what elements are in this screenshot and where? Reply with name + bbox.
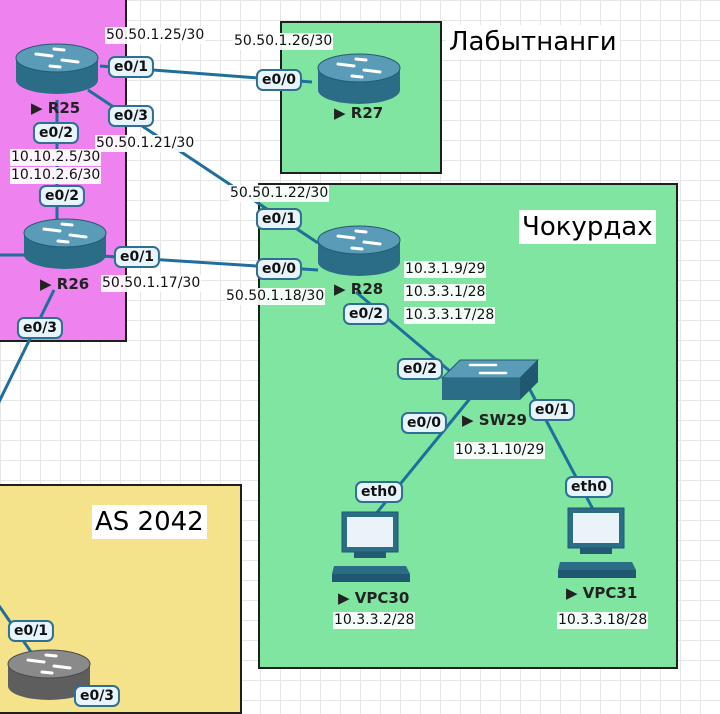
- port-r28-e02[interactable]: e0/2: [342, 303, 390, 325]
- router-r25-name: R25: [47, 99, 81, 117]
- port-r27-e00[interactable]: e0/0: [255, 69, 303, 91]
- as2042-title: AS 2042: [92, 505, 207, 539]
- ip-r28-e00: 50.50.1.18/30: [225, 288, 326, 305]
- router-r27[interactable]: [316, 50, 402, 108]
- ip-r28-lan3: 10.3.3.17/28: [404, 307, 496, 324]
- port-r28-e01[interactable]: e0/1: [255, 208, 303, 230]
- router-r25-label: ▶ R25: [31, 99, 81, 117]
- port-sw29-e00[interactable]: e0/0: [400, 412, 448, 434]
- chokurdah-title: Чокурдах: [519, 210, 656, 244]
- switch-sw29-name: SW29: [478, 411, 527, 429]
- port-vpc30-eth0[interactable]: eth0: [355, 481, 403, 503]
- computer-icon: [332, 511, 410, 582]
- vpc30-name: VPC30: [354, 589, 410, 607]
- router-r27-label: ▶ R27: [334, 104, 384, 122]
- port-r25-e01[interactable]: e0/1: [107, 56, 155, 78]
- router-r26[interactable]: [22, 215, 108, 273]
- vpc31-label: ▶ VPC31: [566, 584, 638, 602]
- router-as2042[interactable]: [6, 646, 92, 704]
- port-vpc31-eth0[interactable]: eth0: [565, 476, 613, 498]
- vpc30[interactable]: [332, 510, 412, 584]
- router-r28-name: R28: [350, 280, 384, 298]
- port-r28-e00[interactable]: e0/0: [255, 258, 303, 280]
- ip-r28-e01: 50.50.1.22/30: [229, 185, 330, 202]
- port-r25-e02[interactable]: e0/2: [32, 122, 80, 144]
- router-r28[interactable]: [316, 222, 402, 280]
- port-sw29-e02[interactable]: e0/2: [396, 358, 444, 380]
- router-r26-name: R26: [56, 275, 90, 293]
- router-icon: [317, 53, 401, 104]
- vpc30-label: ▶ VPC30: [338, 589, 410, 607]
- switch-sw29-label: ▶ SW29: [462, 411, 527, 429]
- port-r26-e01[interactable]: e0/1: [113, 246, 161, 268]
- ip-r27-e00: 50.50.1.26/30: [233, 33, 334, 50]
- router-icon: [23, 218, 107, 269]
- router-r25[interactable]: [14, 40, 100, 98]
- ip-r26-e02: 10.10.2.6/30: [10, 167, 102, 184]
- link-r26-down: [0, 289, 56, 404]
- ip-r25-e02: 10.10.2.5/30: [10, 149, 102, 166]
- router-r27-name: R27: [350, 104, 384, 122]
- switch-icon: [440, 359, 540, 400]
- switch-sw29[interactable]: [440, 356, 540, 404]
- router-icon: [7, 649, 91, 700]
- ip-r28-lan2: 10.3.3.1/28: [404, 284, 487, 301]
- router-r28-label: ▶ R28: [334, 280, 384, 298]
- router-icon: [15, 43, 99, 94]
- vpc31[interactable]: [558, 506, 638, 580]
- ip-r28-lan1: 10.3.1.9/29: [404, 261, 487, 278]
- port-r26-e03[interactable]: e0/3: [16, 317, 64, 339]
- labytnangi-title: Лабытнанги: [446, 25, 620, 59]
- ip-vpc30: 10.3.3.2/28: [333, 612, 416, 629]
- port-r26-e02[interactable]: e0/2: [38, 185, 86, 207]
- port-r25-e03[interactable]: e0/3: [107, 105, 155, 127]
- ip-vpc31: 10.3.3.18/28: [557, 612, 649, 629]
- ip-r25-e03: 50.50.1.21/30: [95, 135, 196, 152]
- ip-sw29: 10.3.1.10/29: [454, 442, 546, 459]
- router-r26-label: ▶ R26: [40, 275, 90, 293]
- computer-icon: [558, 507, 636, 578]
- router-icon: [317, 225, 401, 276]
- port-sw29-e01[interactable]: e0/1: [528, 399, 576, 421]
- ip-r26-e01: 50.50.1.17/30: [101, 275, 202, 292]
- ip-r25-e01: 50.50.1.25/30: [105, 27, 206, 44]
- vpc31-name: VPC31: [582, 584, 638, 602]
- port-as-e01[interactable]: e0/1: [7, 620, 55, 642]
- port-as-e03[interactable]: e0/3: [73, 685, 121, 707]
